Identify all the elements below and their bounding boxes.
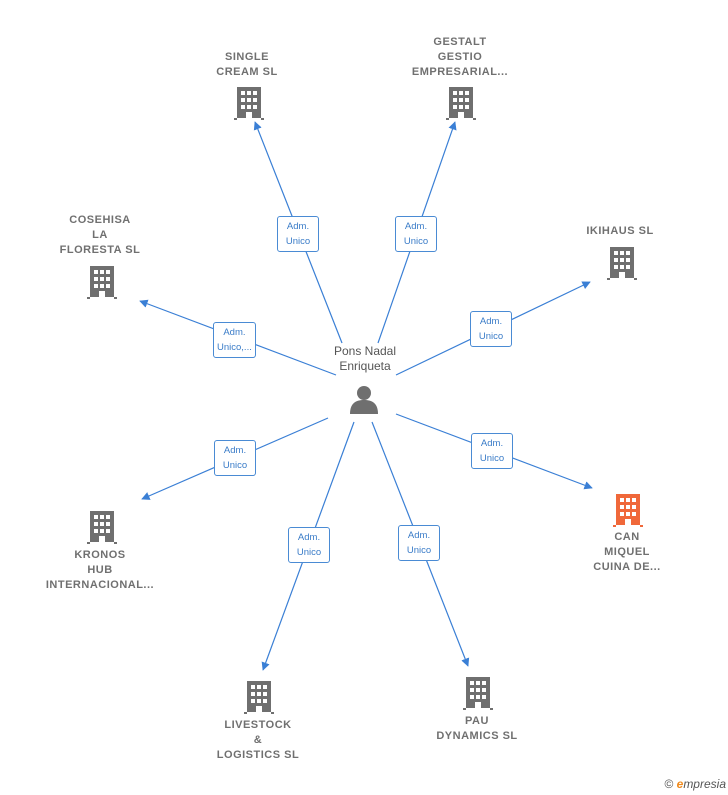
person-icon — [350, 386, 378, 414]
building-icon[interactable] — [613, 494, 643, 527]
brand-name: mpresia — [683, 777, 726, 791]
role-label[interactable]: Adm. Unico — [398, 525, 440, 561]
company-name: CAN MIQUEL CUINA DE... — [593, 531, 661, 573]
building-icon[interactable] — [244, 681, 274, 714]
building-icon[interactable] — [87, 266, 117, 299]
role-label[interactable]: Adm. Unico,... — [213, 322, 256, 358]
company-ikihaus[interactable]: IKIHAUS SL — [550, 224, 690, 239]
company-cosehisa[interactable]: COSEHISA LA FLORESTA SL — [30, 213, 170, 258]
role-label[interactable]: Adm. Unico — [214, 440, 256, 476]
role-label[interactable]: Adm. Unico — [470, 311, 512, 347]
company-gestalt[interactable]: GESTALT GESTIO EMPRESARIAL... — [390, 35, 530, 80]
company-name: GESTALT GESTIO EMPRESARIAL... — [411, 36, 509, 78]
building-icon[interactable] — [87, 511, 117, 544]
brand-logo-initial: e — [676, 777, 684, 791]
company-single-cream[interactable]: SINGLE CREAM SL — [177, 50, 317, 80]
company-livestock[interactable]: LIVESTOCK & LOGISTICS SL — [188, 718, 328, 763]
company-name: KRONOS HUB INTERNACIONAL... — [45, 549, 155, 591]
company-kronos[interactable]: KRONOS HUB INTERNACIONAL... — [30, 548, 170, 593]
role-label[interactable]: Adm. Unico — [395, 216, 437, 252]
building-icon[interactable] — [234, 87, 264, 120]
building-icon[interactable] — [463, 677, 493, 710]
building-icon[interactable] — [607, 247, 637, 280]
copyright-symbol: © — [664, 777, 674, 791]
company-can-miquel[interactable]: CAN MIQUEL CUINA DE... — [557, 530, 697, 575]
person-name[interactable]: Pons Nadal Enriqueta — [333, 344, 397, 373]
brand-footer: © empresia — [664, 777, 726, 791]
company-name: COSEHISA LA FLORESTA SL — [59, 214, 141, 256]
company-name: IKIHAUS SL — [586, 225, 654, 237]
company-name: LIVESTOCK & LOGISTICS SL — [216, 719, 300, 761]
company-name: SINGLE CREAM SL — [216, 51, 278, 78]
role-label[interactable]: Adm. Unico — [471, 433, 513, 469]
role-label[interactable]: Adm. Unico — [277, 216, 319, 252]
role-label[interactable]: Adm. Unico — [288, 527, 330, 563]
company-pau-dynamics[interactable]: PAU DYNAMICS SL — [407, 714, 547, 744]
company-name: PAU DYNAMICS SL — [436, 715, 518, 742]
building-icon[interactable] — [446, 87, 476, 120]
